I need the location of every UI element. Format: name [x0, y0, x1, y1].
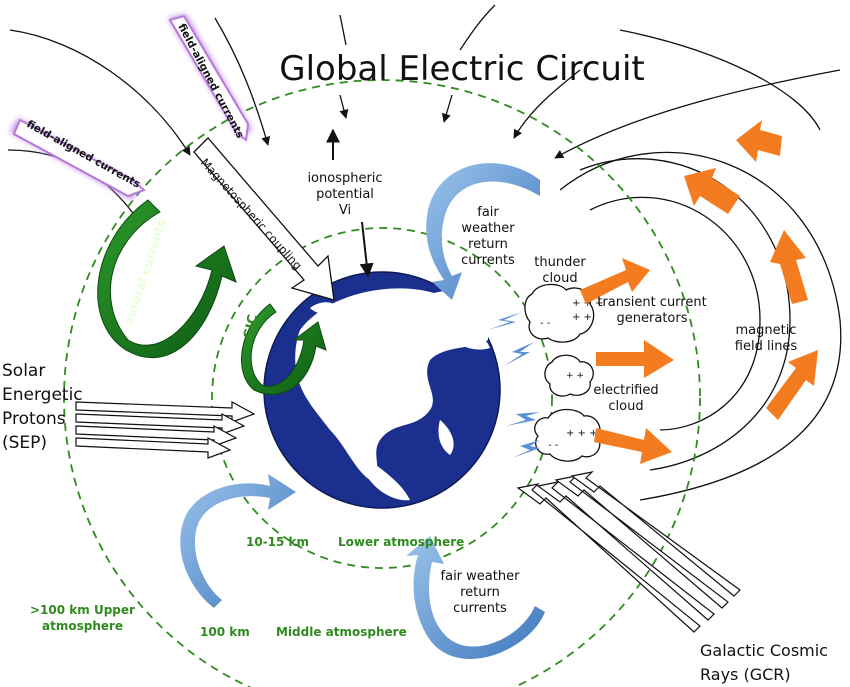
- storm-cloud-lower: + + + - -: [534, 408, 601, 462]
- field-aligned-currents-label-2: field-aligned currents: [175, 22, 246, 141]
- sep-label-1: Solar: [2, 361, 45, 381]
- earth-globe: [263, 271, 501, 509]
- sep-label-4: (SEP): [2, 433, 47, 453]
- fair-weather-bottom-label-3: currents: [453, 601, 507, 616]
- incoming-field-lines: [7, 4, 841, 221]
- gcr-label-1: Galactic Cosmic: [700, 641, 828, 660]
- middle-atmosphere-label: Middle atmosphere: [276, 625, 407, 639]
- lightning-bolts: [488, 312, 540, 458]
- thunder-cloud-label-1: thunder: [534, 255, 586, 270]
- km-100-label: 100 km: [200, 625, 250, 639]
- electrified-cloud: + +: [544, 354, 594, 397]
- km-10-15-label: 10-15 km: [246, 535, 309, 549]
- middle-atmosphere-return-arrow: [180, 474, 296, 608]
- fair-weather-top-label-2: weather: [461, 221, 515, 236]
- transient-generator-arrows: [580, 258, 674, 464]
- gcr-arrows: [516, 471, 741, 633]
- gic-arrow: GIC: [241, 303, 327, 395]
- sep-arrows: [75, 400, 256, 459]
- magnetic-label-1: magnetic: [736, 323, 797, 338]
- field-aligned-currents-arrow-1: [10, 118, 146, 200]
- fair-weather-top-label-4: currents: [461, 253, 515, 268]
- fair-weather-top-label-1: fair: [477, 205, 499, 220]
- page-title: Global Electric Circuit: [279, 49, 645, 89]
- transient-label-1: transient current: [597, 295, 706, 310]
- svg-text:- -: - -: [548, 440, 559, 451]
- svg-text:- -: - -: [540, 318, 551, 329]
- gcr-label-2: Rays (GCR): [700, 665, 791, 684]
- ionospheric-potential: ionospheric potential Vi: [307, 128, 383, 278]
- lower-atmosphere-label: Lower atmosphere: [338, 535, 464, 549]
- svg-text:+ + +: + + +: [572, 298, 604, 309]
- electrified-cloud-label-1: electrified: [593, 383, 658, 398]
- electrified-cloud-label-2: cloud: [608, 399, 643, 414]
- fair-weather-top-label-3: return: [468, 237, 508, 252]
- svg-text:+ +: + +: [566, 371, 584, 381]
- gic-label: GIC: [241, 313, 261, 341]
- fair-weather-bottom-label-2: return: [460, 585, 500, 600]
- upper-atmosphere-label-1: >100 km Upper: [30, 603, 135, 617]
- field-aligned-currents-label-1: field-aligned currents: [25, 118, 143, 190]
- ionospheric-label-1: ionospheric: [307, 171, 382, 186]
- sep-label-3: Protons: [2, 409, 66, 429]
- lower-atmosphere-ring: [211, 227, 553, 569]
- ionospheric-label-2: potential: [316, 187, 374, 202]
- fair-weather-bottom-label-1: fair weather: [441, 569, 521, 584]
- transient-label-2: generators: [617, 311, 688, 326]
- thunder-cloud: + + + + + - -: [524, 283, 604, 343]
- fair-weather-return-currents-top-arrow: [426, 163, 540, 300]
- ionospheric-label-3: Vi: [339, 203, 351, 218]
- magnetic-field-line-loops: [559, 151, 842, 501]
- magnetic-label-2: field lines: [735, 339, 798, 354]
- svg-text:+ + +: + + +: [566, 428, 598, 439]
- sep-label-2: Energetic: [2, 385, 83, 405]
- fair-weather-return-currents-bottom-arrow: [406, 536, 545, 659]
- upper-atmosphere-label-2: atmosphere: [42, 619, 123, 633]
- svg-text:+ +: + +: [572, 312, 592, 323]
- magnetic-field-orange-arrows: [684, 120, 818, 420]
- auroral-currents-arrow: auroral currents: [97, 199, 237, 359]
- upper-atmosphere-ring: [63, 79, 701, 687]
- field-aligned-currents-arrow-2: [168, 14, 252, 142]
- thunder-cloud-label-2: cloud: [542, 271, 577, 286]
